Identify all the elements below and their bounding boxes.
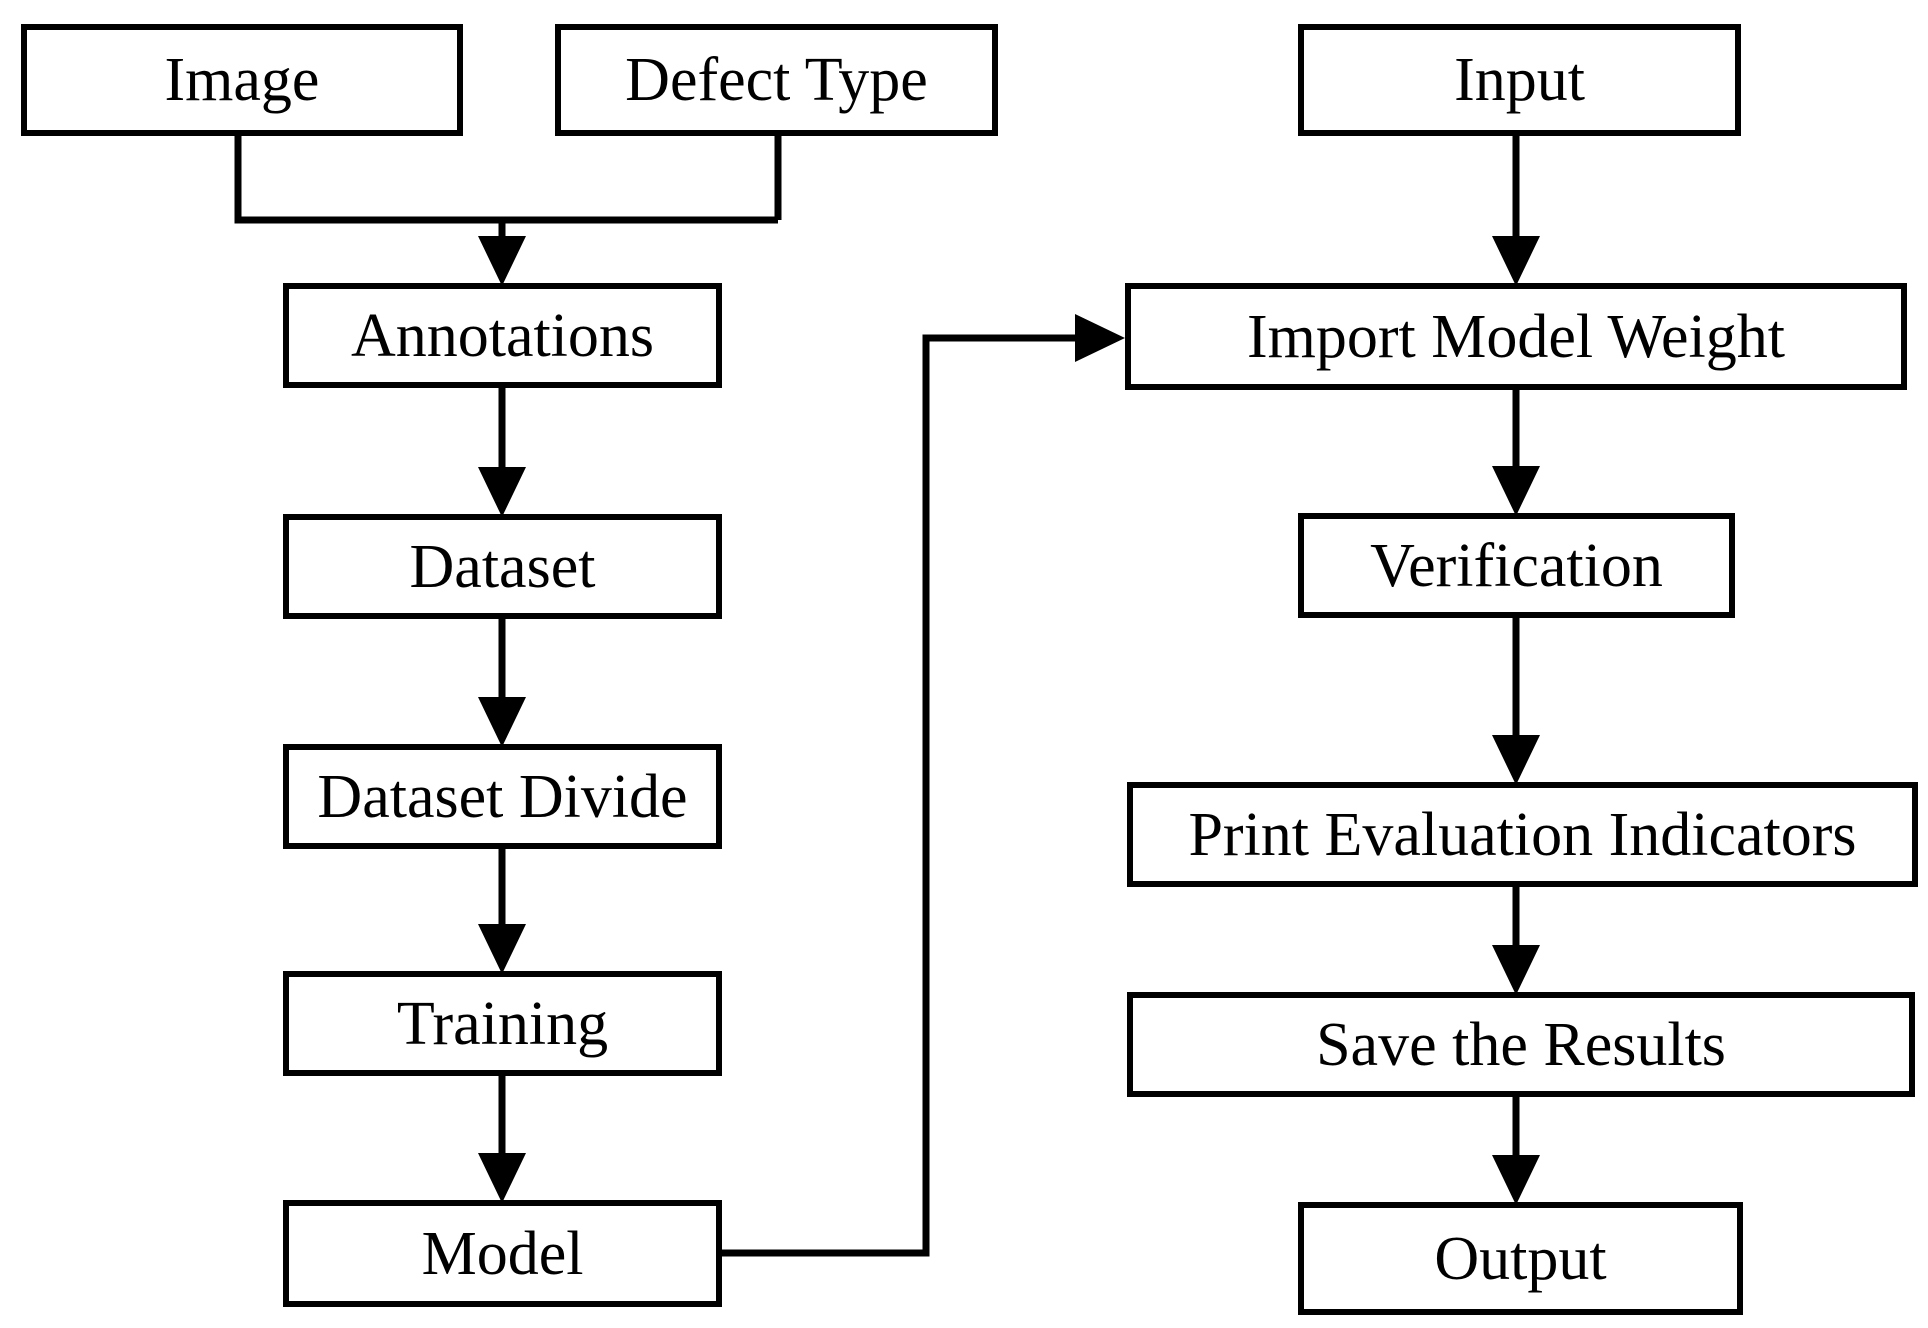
node-annotations[interactable]: Annotations [283,283,722,388]
edge-merge-to-annotations [238,216,506,262]
arrowhead-import-model-weight-top [1492,236,1540,286]
edge-model-to-import-model-weight [722,334,1100,1257]
node-training-label: Training [396,989,609,1058]
arrowhead-annotations [478,236,526,286]
node-dataset-label: Dataset [409,532,596,601]
node-image-label: Image [164,46,320,114]
node-model[interactable]: Model [283,1200,722,1307]
node-verification-label: Verification [1370,531,1663,600]
arrowhead-training [478,924,526,974]
node-output-label: Output [1434,1224,1607,1293]
node-print-evaluation-indicators[interactable]: Print Evaluation Indicators [1127,782,1918,887]
node-save-the-results-label: Save the Results [1316,1010,1726,1079]
arrowhead-import-model-weight [1075,314,1125,362]
node-defect-type-label: Defect Type [625,46,928,114]
node-training[interactable]: Training [283,971,722,1076]
node-verification[interactable]: Verification [1298,513,1735,618]
node-input-label: Input [1454,46,1585,114]
edge-image-to-merge [234,136,778,224]
node-dataset[interactable]: Dataset [283,514,722,619]
arrowhead-print-evaluation-indicators [1492,735,1540,785]
node-image[interactable]: Image [21,24,463,136]
node-import-model-weight-label: Import Model Weight [1246,302,1786,371]
arrowhead-save-the-results [1492,945,1540,995]
node-dataset-divide-label: Dataset Divide [317,762,688,831]
arrowhead-output [1492,1155,1540,1205]
node-annotations-label: Annotations [350,301,655,370]
node-import-model-weight[interactable]: Import Model Weight [1125,283,1907,390]
arrowhead-dataset-divide [478,697,526,747]
node-print-evaluation-indicators-label: Print Evaluation Indicators [1188,800,1857,869]
node-output[interactable]: Output [1298,1202,1743,1315]
node-dataset-divide[interactable]: Dataset Divide [283,744,722,849]
arrowhead-model [478,1153,526,1203]
node-save-the-results[interactable]: Save the Results [1127,992,1915,1097]
arrowhead-verification [1492,466,1540,516]
node-defect-type[interactable]: Defect Type [555,24,998,136]
arrowhead-dataset [478,467,526,517]
node-input[interactable]: Input [1298,24,1741,136]
node-model-label: Model [421,1219,584,1288]
